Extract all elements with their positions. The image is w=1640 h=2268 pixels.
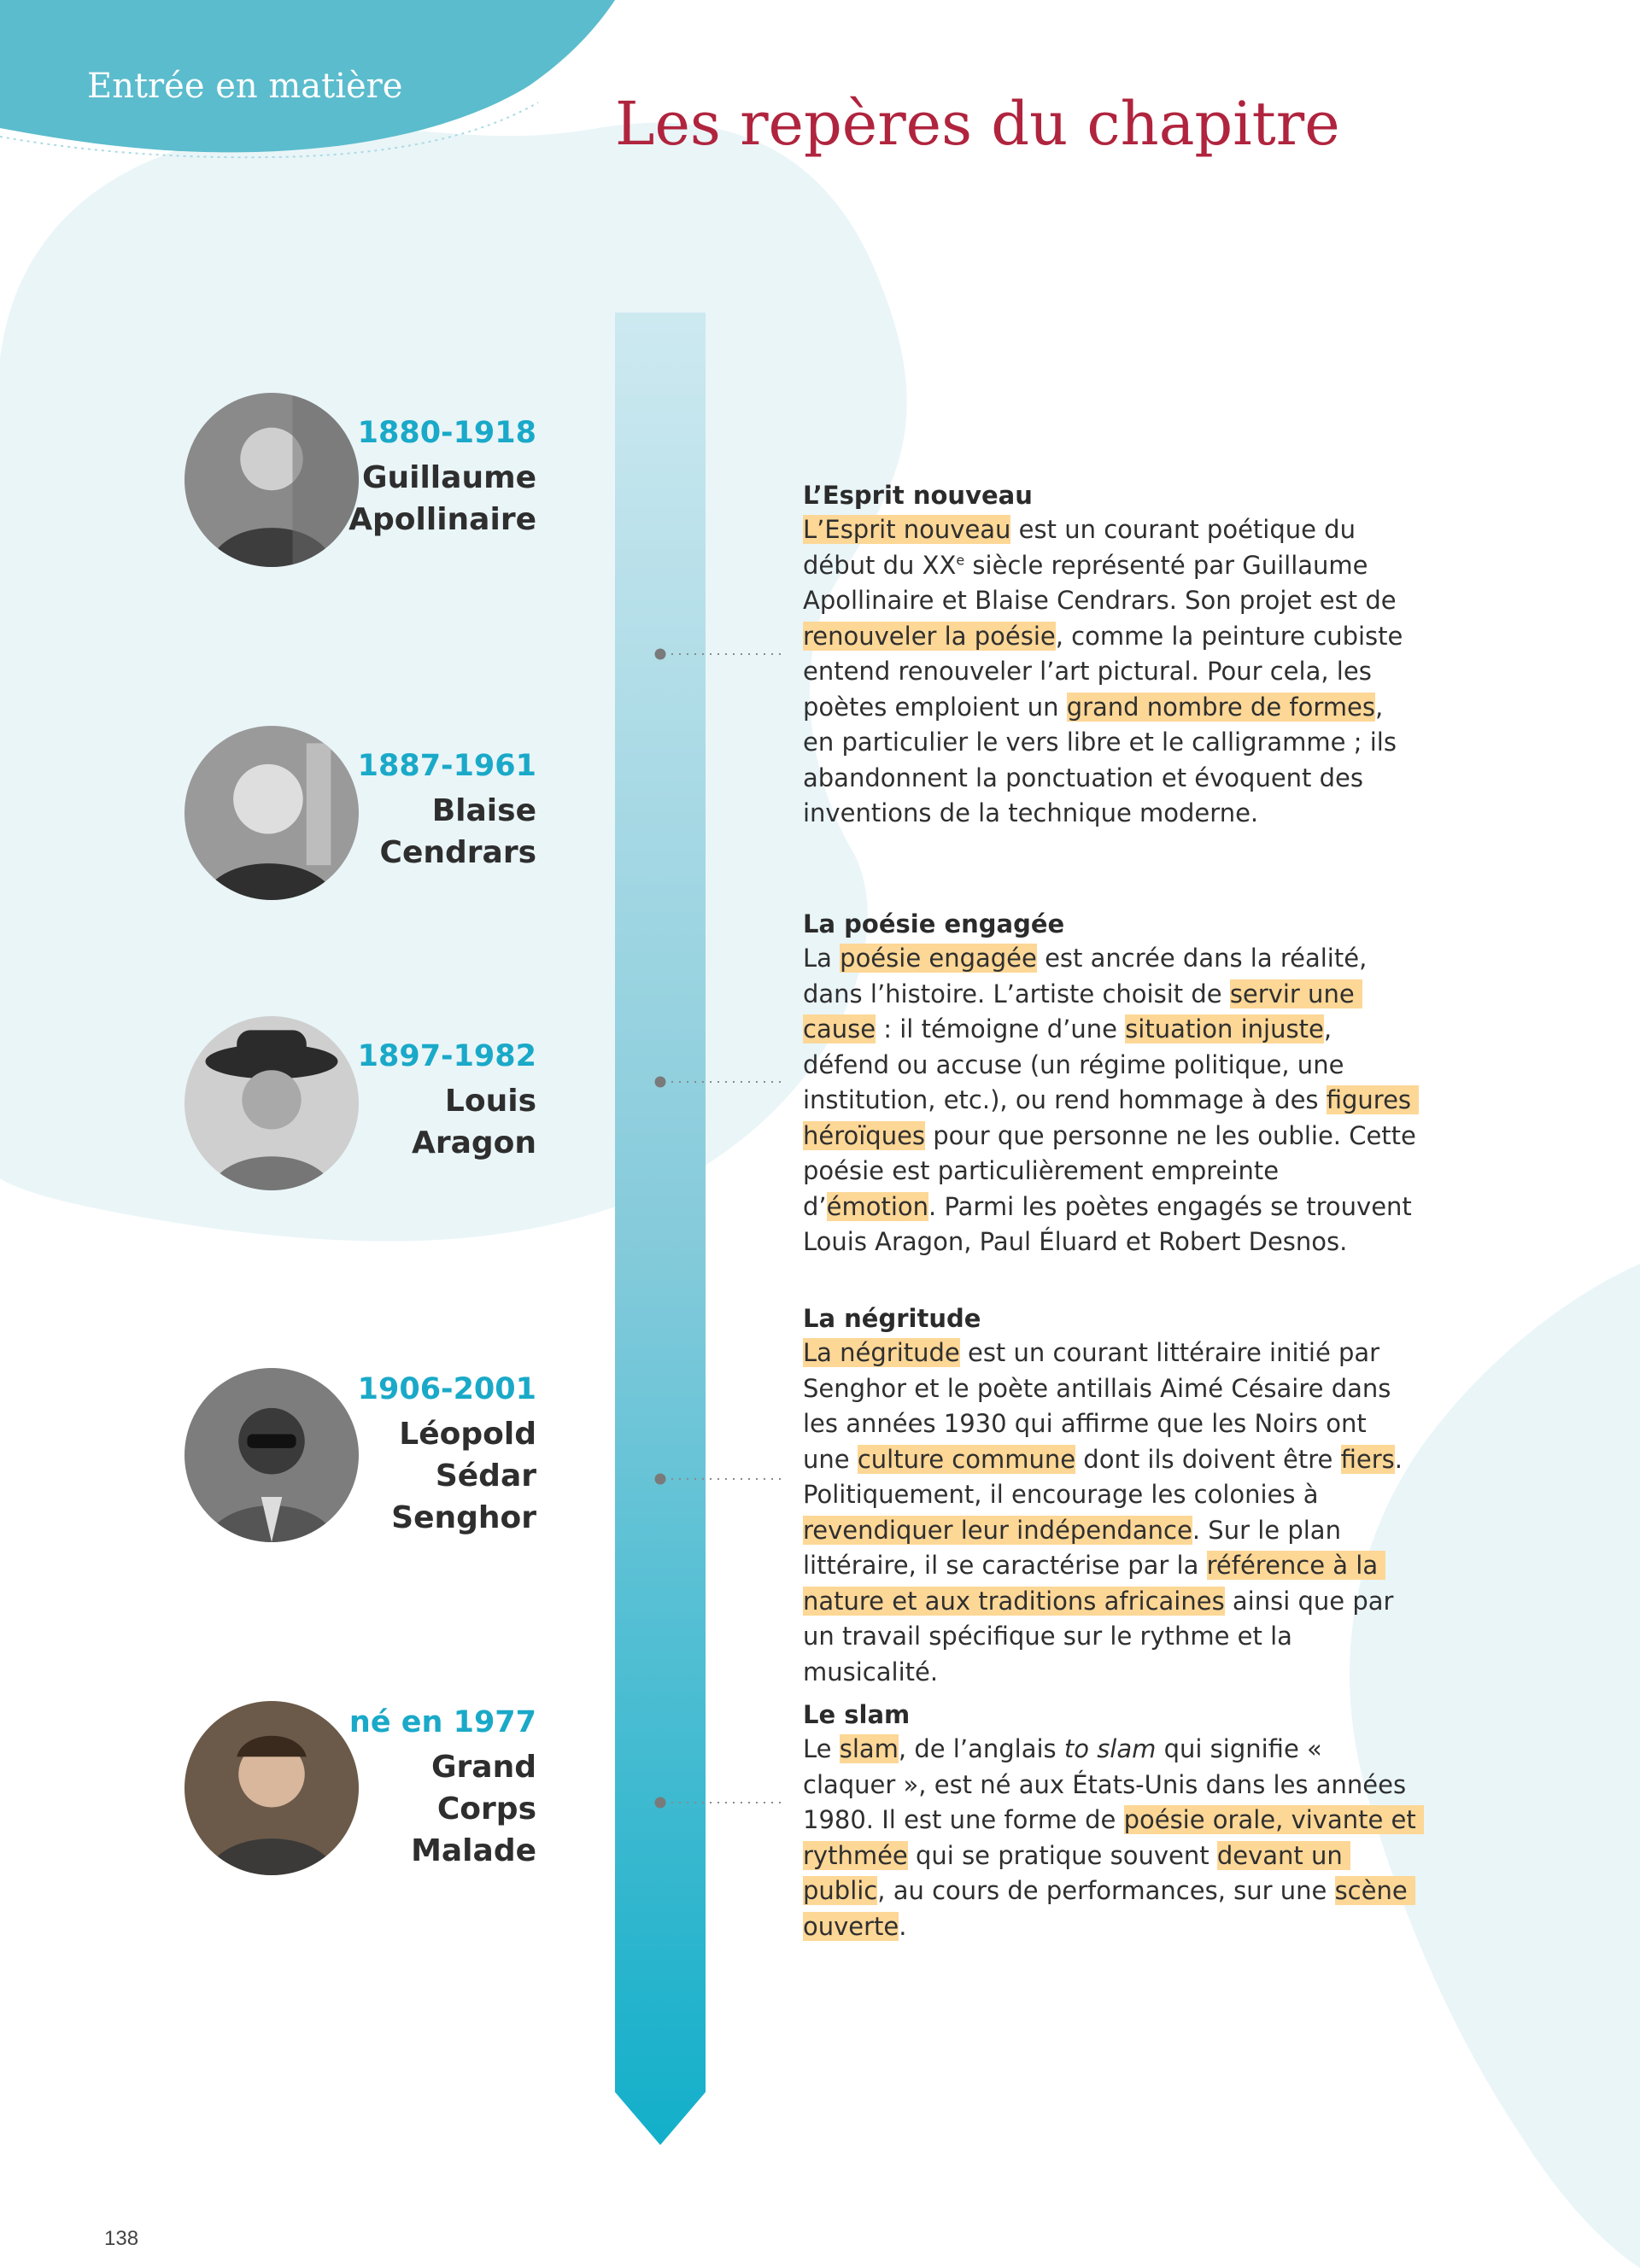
entry-text-segment: siècle représenté par Guillaume Apollina…: [803, 550, 1404, 616]
highlighted-term: culture commune: [857, 1444, 1076, 1474]
highlighted-term: situation injuste: [1125, 1014, 1324, 1043]
entry-text-segment: qui se pratique souvent: [907, 1840, 1217, 1870]
entry-slam: Le slam Le slam, de l’anglais to slam qu…: [803, 1698, 1424, 1944]
entry-text-segment: ainsi que par un travail spécifique sur …: [803, 1586, 1402, 1686]
entry-poesie-engagee: La poésie engagée La poésie engagée est …: [803, 907, 1420, 1260]
portrait-senghor: [184, 1368, 359, 1542]
entry-text-segment: La: [803, 944, 840, 973]
highlighted-term: poésie engagée: [840, 944, 1037, 973]
entry-text-segment: .: [899, 1911, 907, 1941]
entry-body: L’Esprit nouveau est un courant poétique…: [803, 512, 1418, 832]
entry-text-segment: e: [956, 551, 965, 568]
entry-text-segment: : il témoigne d’une: [876, 1014, 1126, 1043]
entry-text-segment: . Sur le plan littéraire, il se caractér…: [803, 1515, 1350, 1581]
portrait-photo-icon: [184, 1016, 359, 1190]
entry-title: La poésie engagée: [803, 909, 1065, 938]
entry-text-segment: qui signifie « claquer », est né aux Éta…: [803, 1734, 1414, 1834]
page-title: Les repères du chapitre: [615, 89, 1340, 159]
portrait-aragon: [184, 1016, 359, 1190]
timeline-connector: [654, 1473, 782, 1485]
entry-text-segment: Le: [803, 1734, 840, 1763]
entry-text-segment: dont ils doivent être: [1075, 1444, 1341, 1474]
entry-text-segment: . Politiquement, il encourage les coloni…: [803, 1444, 1411, 1510]
highlighted-term: revendiquer leur indépendance: [803, 1515, 1192, 1545]
entry-body: Le slam, de l’anglais to slam qui signif…: [803, 1732, 1424, 1944]
entry-title: L’Esprit nouveau: [803, 481, 1033, 510]
entry-text-segment: pour que personne ne les oublie. Cette p…: [803, 1120, 1425, 1221]
entry-text-segment: est ancrée dans la réalité, dans l’histo…: [803, 944, 1375, 1008]
highlighted-term: émotion: [826, 1191, 929, 1221]
highlighted-term: slam: [839, 1734, 899, 1763]
entry-title: Le slam: [803, 1700, 911, 1729]
entry-text-segment: to slam: [1063, 1734, 1157, 1763]
entry-body: La poésie engagée est ancrée dans la réa…: [803, 941, 1420, 1260]
person-dates: 1880-1918: [357, 416, 536, 450]
highlighted-term: La négritude: [803, 1338, 960, 1367]
person-dates: 1887-1961: [357, 749, 536, 783]
highlighted-term: L’Esprit nouveau: [803, 515, 1011, 544]
entry-text-segment: , comme la peinture cubiste entend renou…: [803, 621, 1411, 722]
highlighted-term: grand nombre de formes: [1066, 692, 1375, 722]
entry-body: La négritude est un courant littéraire i…: [803, 1336, 1418, 1690]
entry-text-segment: est un courant poétique du début du XX: [803, 515, 1364, 580]
entry-title: La négritude: [803, 1304, 981, 1333]
portrait-photo-icon: [184, 1701, 359, 1875]
highlighted-term: fiers: [1340, 1444, 1395, 1474]
entry-negritude: La négritude La négritude est un courant…: [803, 1301, 1418, 1690]
portrait-cendrars: [184, 726, 359, 900]
entry-text-segment: , en particulier le vers libre et le cal…: [803, 692, 1405, 828]
entry-text-segment: , au cours de performances, sur une: [877, 1876, 1335, 1905]
timeline-connector: [654, 1797, 782, 1809]
timeline-connector: [654, 1076, 782, 1088]
entry-text-segment: , défend ou accuse (un régime politique,…: [803, 1014, 1352, 1114]
entry-text-segment: . Parmi les poètes engagés se trouvent L…: [803, 1191, 1420, 1257]
person-dates: 1897-1982: [357, 1039, 536, 1073]
portrait-grand-corps-malade: [184, 1701, 359, 1875]
portrait-photo-icon: [184, 1368, 359, 1542]
portrait-photo-icon: [184, 393, 359, 567]
highlighted-term: renouveler la poésie: [803, 621, 1056, 651]
portrait-apollinaire: [184, 393, 359, 567]
person-dates: né en 1977: [348, 1705, 536, 1739]
entry-text-segment: est un courant littéraire initié par Sen…: [803, 1338, 1399, 1474]
portrait-photo-icon: [184, 726, 359, 900]
entry-esprit-nouveau: L’Esprit nouveau L’Esprit nouveau est un…: [803, 478, 1418, 832]
page-number: 138: [104, 2227, 139, 2250]
timeline-connector: [654, 648, 782, 660]
section-label: Entrée en matière: [87, 67, 403, 106]
person-dates: 1906-2001: [357, 1372, 536, 1406]
entry-text-segment: , de l’anglais: [898, 1734, 1064, 1763]
